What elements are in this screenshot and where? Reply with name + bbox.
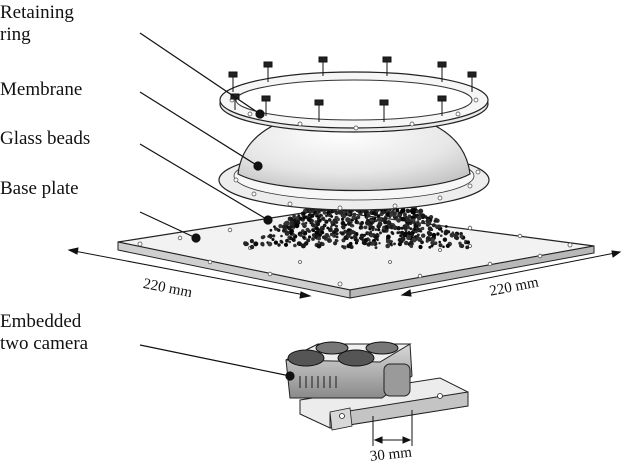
base-plate: [117, 209, 595, 299]
embedded-camera-assembly: [285, 341, 469, 431]
retaining-ring: [219, 71, 489, 133]
bolt: [437, 95, 447, 116]
leader-membrane: [139, 91, 263, 171]
plate-dimension-right: [400, 250, 622, 297]
bolt: [379, 99, 389, 122]
leader-base-plate: [139, 211, 201, 243]
bolt: [261, 95, 271, 116]
camera-vents: [299, 376, 337, 388]
leader-lines: [139, 32, 295, 381]
bolt: [318, 56, 328, 76]
bolt: [382, 56, 392, 76]
bolt: [467, 71, 477, 92]
leader-glass-beads: [139, 143, 273, 225]
ring-bolt-holes: [229, 97, 479, 131]
bolt: [314, 99, 324, 122]
camera-spacing-dimension: [372, 410, 413, 446]
leader-retaining-ring: [139, 32, 265, 119]
bolt: [437, 61, 447, 82]
membrane: [218, 109, 490, 211]
bolts: [228, 56, 477, 122]
label-glass-beads: Glass beads: [0, 128, 91, 149]
plate-dimension-left: [67, 247, 312, 299]
label-embedded-camera: Embedded two camera: [0, 311, 89, 354]
label-membrane: Membrane: [0, 79, 83, 100]
label-base-plate: Base plate: [0, 178, 79, 199]
bolt: [228, 71, 238, 92]
bolt: [263, 61, 273, 82]
leader-camera: [139, 344, 295, 381]
label-retaining-ring: Retaining ring: [0, 2, 74, 45]
membrane-bolt-holes: [233, 169, 481, 211]
